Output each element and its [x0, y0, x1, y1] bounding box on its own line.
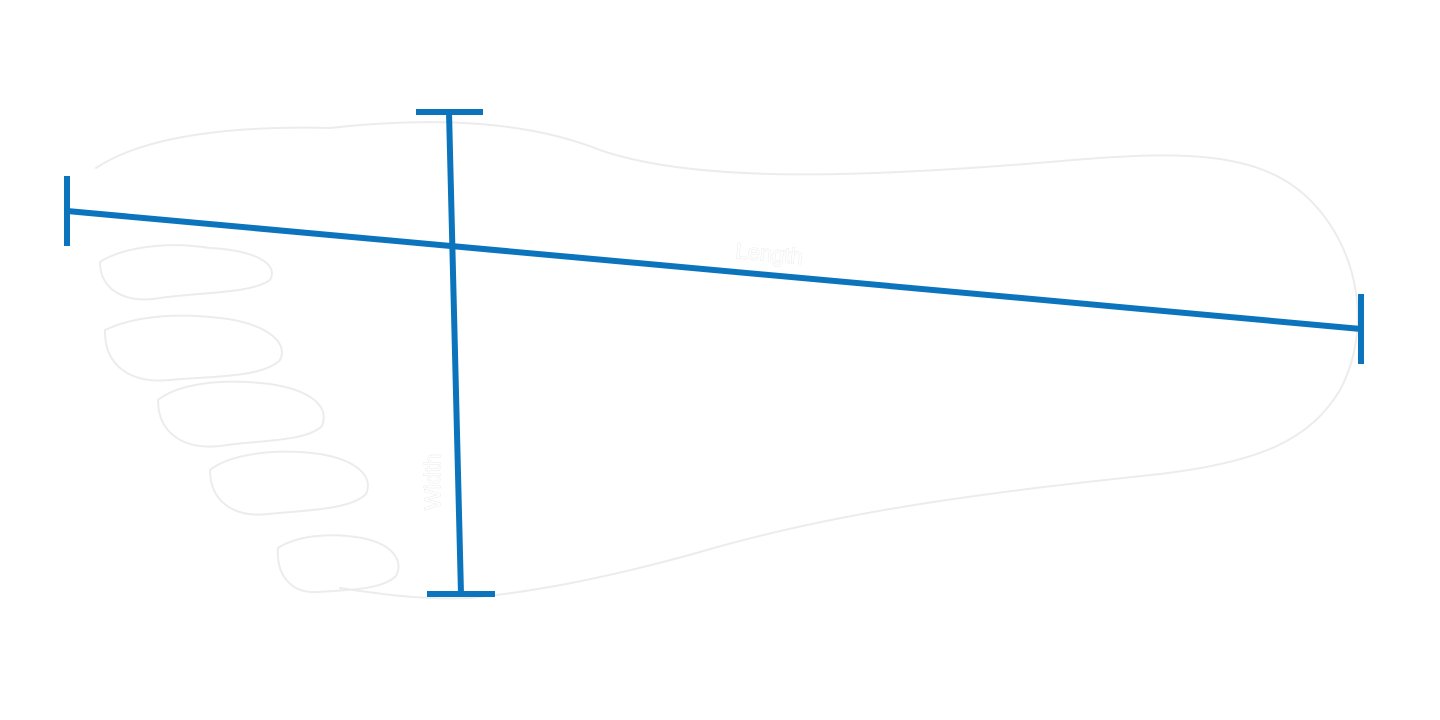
foot-body-outline — [95, 121, 1359, 600]
length-measure: Length — [64, 176, 1364, 364]
big-toe-outline — [99, 244, 273, 301]
width-measure: Width — [416, 109, 495, 597]
second-toe-outline — [103, 314, 283, 382]
third-toe-outline — [157, 380, 325, 448]
length-label: Length — [735, 238, 804, 269]
little-toe-outline — [276, 534, 400, 594]
length-line — [66, 208, 1362, 332]
foot-outline — [95, 121, 1359, 600]
fourth-toe-outline — [209, 450, 369, 516]
width-label: Width — [420, 454, 445, 510]
width-line — [446, 111, 464, 595]
